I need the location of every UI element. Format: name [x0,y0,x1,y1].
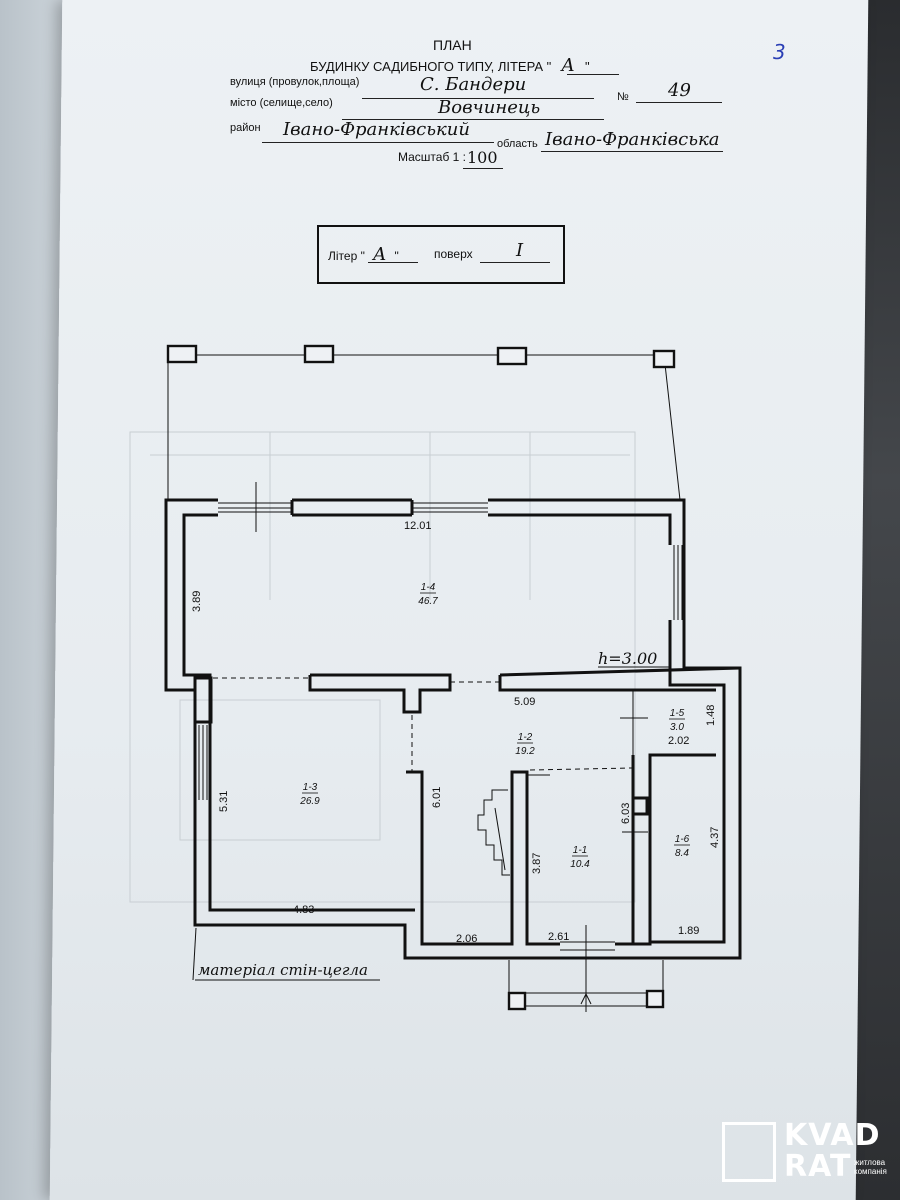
dim-bottom-left: 4.83 [293,904,314,916]
dim-right-height: 4.37 [709,827,721,848]
room-area-1-1: 10.4 [570,859,590,870]
terrace-columns [166,344,676,369]
dim-hall-width: 5.09 [514,696,535,708]
building-icon [722,1122,776,1182]
dim-top-width: 12.01 [404,520,432,532]
subtitle-prefix: БУДИНКУ САДИБНОГО ТИПУ, ЛІТЕРА " [310,59,552,74]
region-value: Івано-Франківська [545,129,720,150]
district-underline [262,142,494,143]
number-label: № [617,91,629,103]
terrace-outline [167,354,681,501]
windows [198,482,683,951]
height-note: h=3.00 [598,649,657,668]
dim-small-room-width: 2.02 [668,735,689,747]
material-leader [192,927,197,981]
room-id-1-2: 1-2 [518,732,533,743]
number-underline [636,102,722,103]
floor-box [317,225,565,284]
district-value: Івано-Франківський [283,119,470,140]
scale-label: Масштаб 1 : [398,150,467,164]
dim-bottom-mid: 2.06 [456,933,477,945]
region-underline [541,151,723,152]
room-id-1-6: 1-6 [675,834,690,845]
dim-left-upper: 3.89 [191,591,203,612]
porch-columns [507,989,665,1011]
interior-walls [193,666,741,946]
dim-left-lower: 5.31 [218,791,230,812]
logo-subtitle: житлова компанія [854,1158,887,1176]
region-label: область [497,138,538,150]
number-value: 49 [668,80,691,101]
room-area-1-5: 3.0 [670,722,684,733]
room-area-1-6: 8.4 [675,848,689,859]
floor-litera-underline [368,262,418,263]
street-value: С. Бандери [420,74,527,95]
city-label: місто (селище,село) [230,97,333,109]
city-underline [342,119,604,120]
porch-outline [508,925,664,1012]
plan-subtitle: БУДИНКУ САДИБНОГО ТИПУ, ЛІТЕРА " А " [310,55,590,76]
floor-label: поверх [434,247,473,261]
room-borders [213,677,633,772]
dim-hall-height: 6.01 [431,787,443,808]
page-number: 3 [773,40,786,64]
room-area-1-4: 46.7 [418,596,438,607]
room-area-1-2: 19.2 [515,746,535,757]
dim-stair-height: 3.87 [531,853,543,874]
room-id-1-5: 1-5 [670,708,685,719]
room-id-1-3: 1-3 [303,782,318,793]
dim-right-col: 6.03 [620,803,632,824]
room-id-1-4: 1-4 [421,582,436,593]
subtitle-litera: А [561,55,575,76]
room-id-1-1: 1-1 [573,845,587,856]
street-label: вулиця (провулок,площа) [230,76,360,88]
floor-value-underline [480,262,550,263]
street-underline [362,98,594,99]
scale-underline [463,168,503,169]
city-value: Вовчинець [438,97,541,118]
room-labels: 1-4 46.7 1-3 26.9 1-2 19.2 1-5 3.0 1-1 10.4 1-6 8.4 [299,582,690,870]
wall-material-note: матеріал стін-цегла [198,961,368,979]
plan-title: ПЛАН [433,37,472,53]
district-label: район [230,122,261,134]
bleed-through-lines [129,431,636,903]
litera-underline [567,74,619,75]
floor-value: I [516,240,524,261]
dim-bottom-entry: 2.61 [548,931,569,943]
stairs [477,774,550,876]
outer-walls [164,498,742,960]
dim-bottom-right: 1.89 [678,925,699,937]
dim-small-room-height: 1.48 [705,705,717,726]
floor-box-litera: Літер "А" [328,244,399,265]
room-area-1-3: 26.9 [299,796,320,807]
subtitle-suffix: " [584,59,590,74]
scale-value: 100 [467,148,498,167]
